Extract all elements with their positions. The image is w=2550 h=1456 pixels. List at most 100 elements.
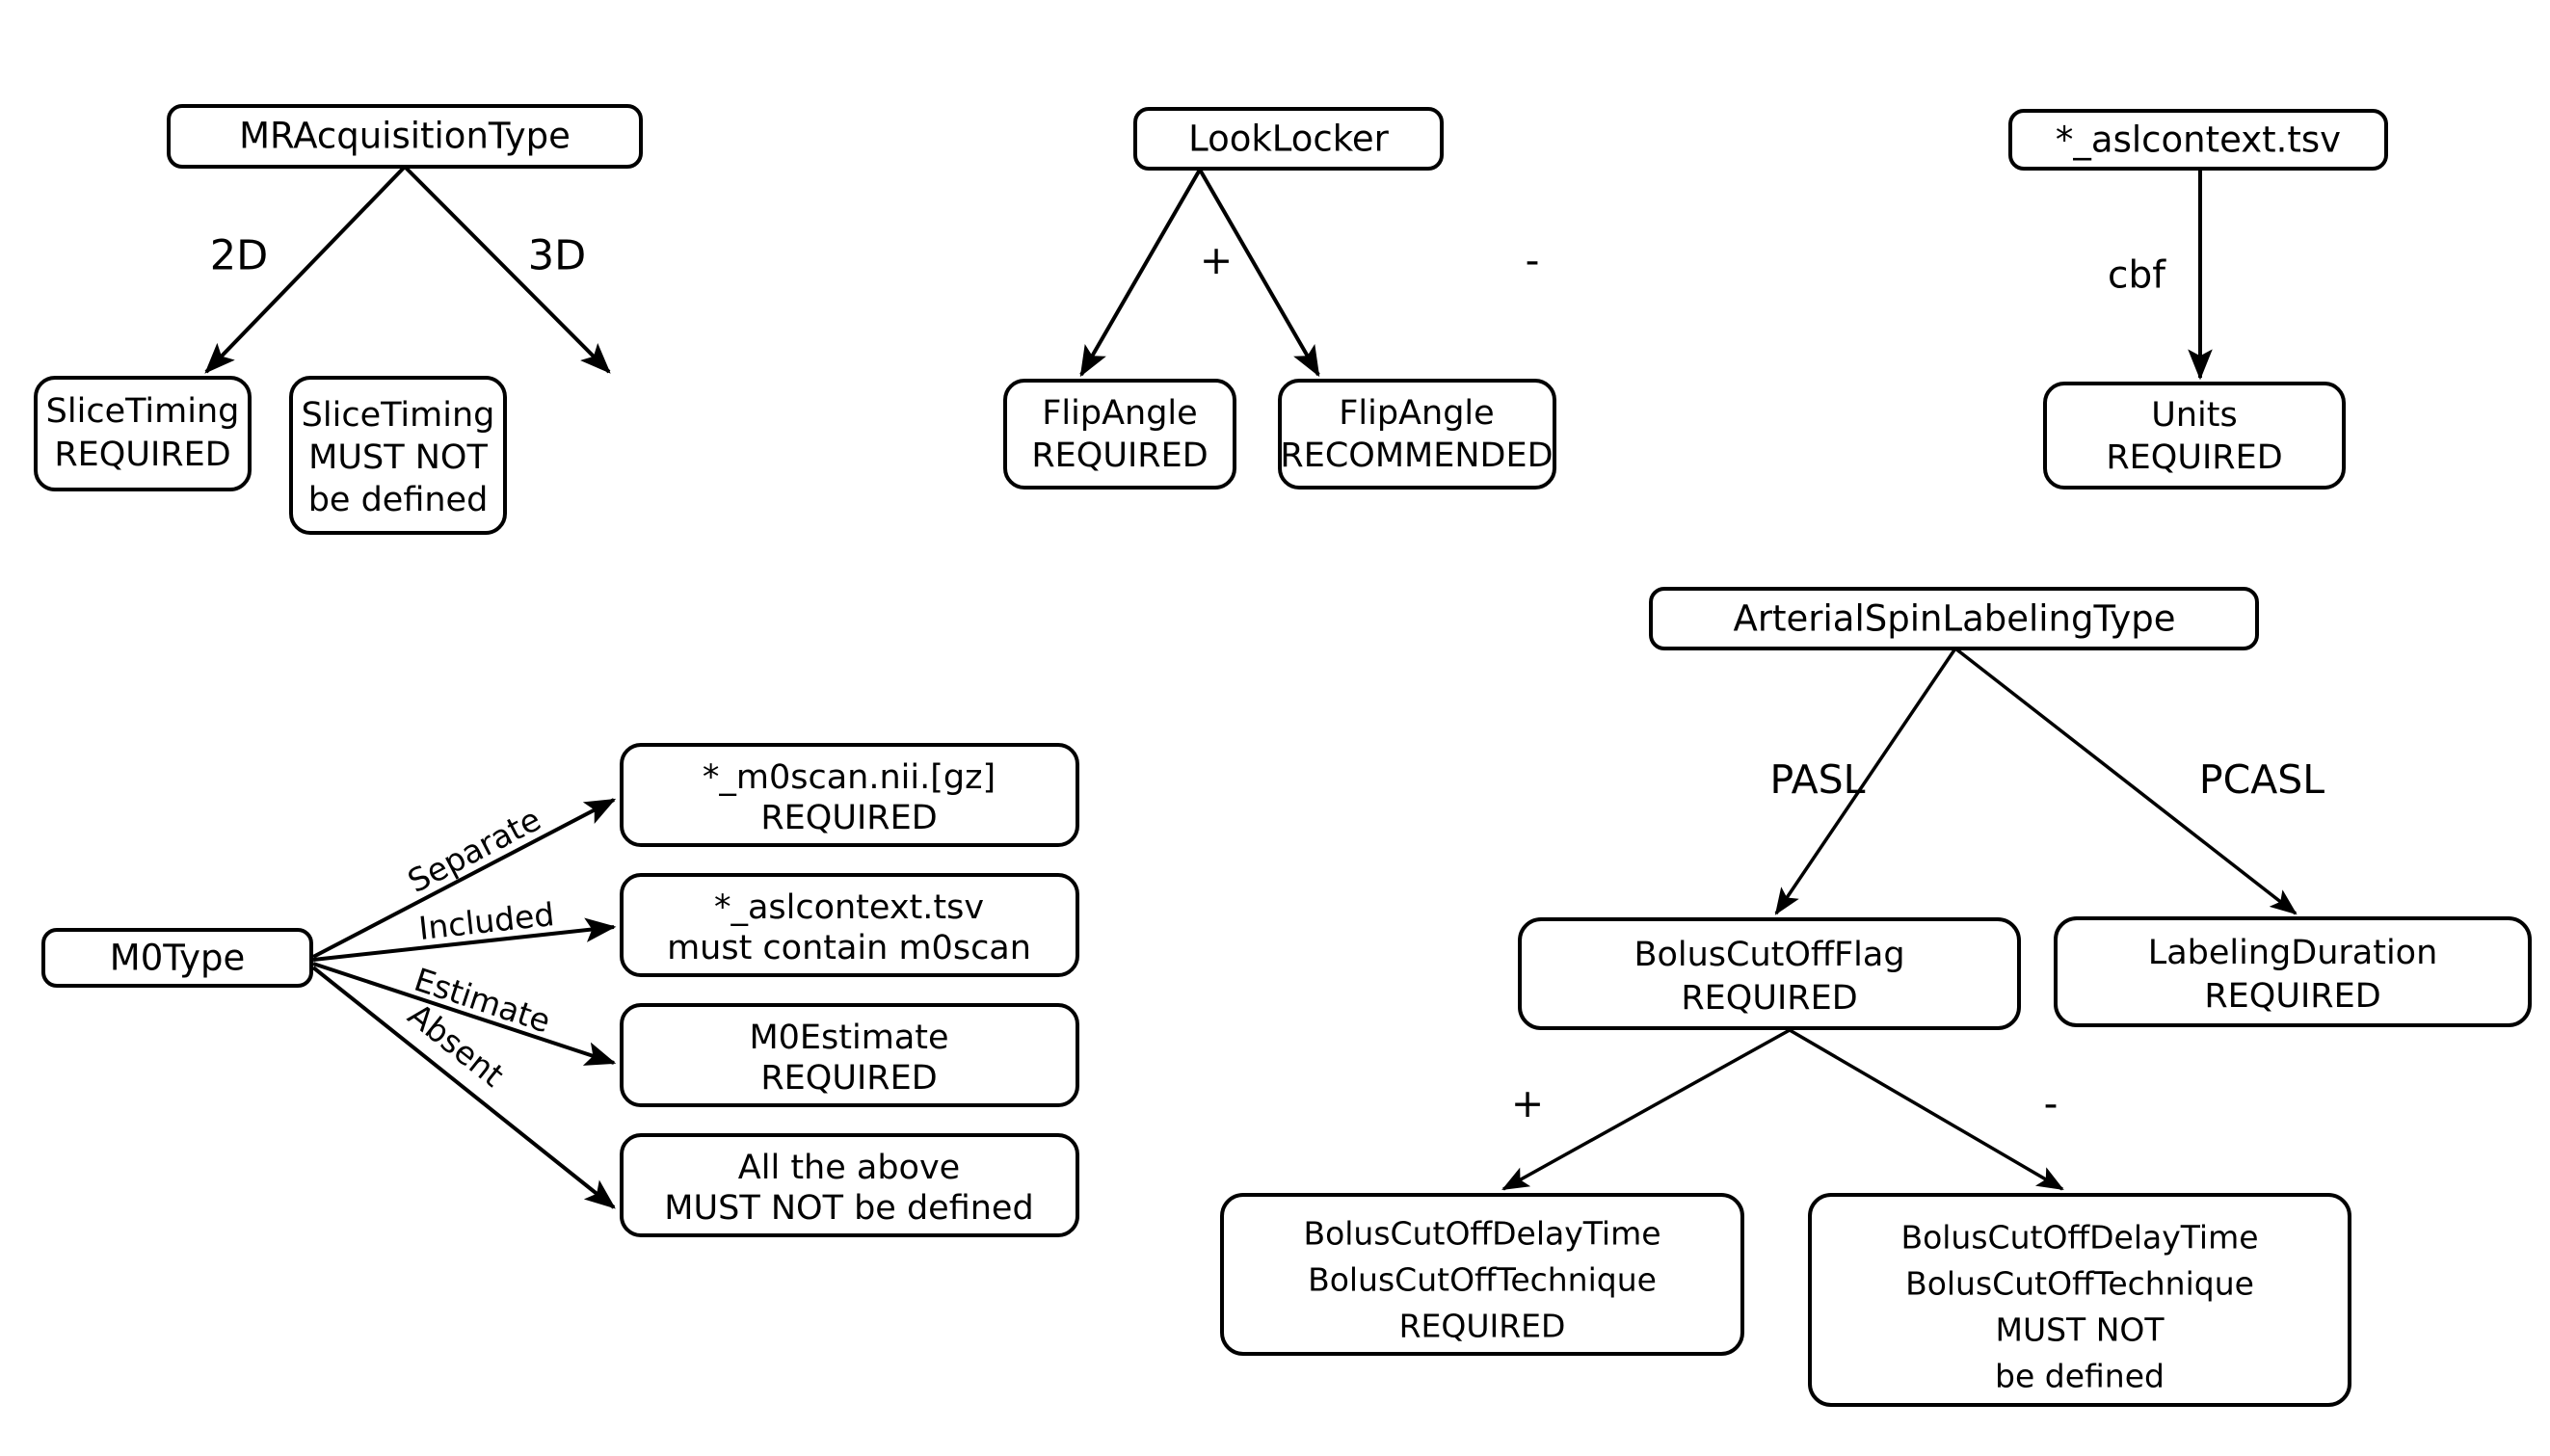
edge-m0type-separate <box>312 798 617 959</box>
node-label-aslcontext-contains-line2: must contain m0scan <box>667 929 1031 967</box>
node-mracquisitiontype[interactable]: MRAcquisitionType <box>167 104 643 169</box>
node-box-aslcontext-contains-m0scan[interactable] <box>620 873 1079 977</box>
node-boluscutoff-mustnot[interactable]: BolusCutOffDelayTime BolusCutOffTechniqu… <box>1808 1193 2351 1407</box>
group-m0type: Separate Included Estimate Absent M0Type… <box>41 743 1079 1237</box>
node-box-units-required[interactable] <box>2043 382 2346 490</box>
node-box-flipangle-required[interactable] <box>1003 379 1236 490</box>
node-box-boluscutoff-required[interactable] <box>1220 1193 1744 1356</box>
edge-mracq-2d <box>204 165 407 374</box>
node-box-slicetiming-required[interactable] <box>34 376 252 491</box>
node-label-boluscutoff-required-line1: BolusCutOffDelayTime <box>1303 1215 1660 1253</box>
edge-m0type-estimate <box>312 962 617 1066</box>
node-label-all-above-line1: All the above <box>738 1149 960 1187</box>
node-box-labelingduration-required[interactable] <box>2054 916 2532 1027</box>
node-looklocker[interactable]: LookLocker <box>1133 107 1444 171</box>
node-slicetiming-required[interactable]: SliceTiming REQUIRED <box>34 376 252 491</box>
edge-label-m0type-included: Included <box>417 895 556 947</box>
node-label-units-required-line1: Units <box>2151 396 2237 435</box>
edge-asl-pasl <box>1774 648 1957 915</box>
node-labelingduration-required[interactable]: LabelingDuration REQUIRED <box>2054 916 2532 1027</box>
node-box-mracquisitiontype[interactable] <box>167 104 643 169</box>
node-box-m0scan-required[interactable] <box>620 743 1079 847</box>
edge-label-mracq-2d: 2D <box>210 232 268 280</box>
edge-label-bolus-plus: + <box>1511 1080 1544 1126</box>
edge-looklocker-plus <box>1079 168 1202 378</box>
node-label-slicetiming-required-line1: SliceTiming <box>46 392 240 431</box>
node-label-m0scan-required-line1: *_m0scan.nii.[gz] <box>703 758 996 797</box>
node-label-boluscutoff-mustnot-line4: be defined <box>1995 1358 2165 1395</box>
node-m0scan-required[interactable]: *_m0scan.nii.[gz] REQUIRED <box>620 743 1079 847</box>
node-label-boluscutoff-mustnot-line1: BolusCutOffDelayTime <box>1900 1219 2258 1257</box>
node-label-flipangle-recommended-line1: FlipAngle <box>1339 394 1494 433</box>
node-label-m0scan-required-line2: REQUIRED <box>760 799 937 837</box>
edge-bolus-plus <box>1501 1028 1791 1191</box>
node-box-looklocker[interactable] <box>1133 107 1444 171</box>
node-label-units-required-line2: REQUIRED <box>2106 438 2282 477</box>
node-flipangle-recommended[interactable]: FlipAngle RECOMMENDED <box>1278 379 1556 490</box>
node-label-slicetiming-required-line2: REQUIRED <box>54 436 230 474</box>
node-boluscutoffflag-required[interactable]: BolusCutOffFlag REQUIRED <box>1518 917 2021 1030</box>
node-label-boluscutoff-mustnot-line2: BolusCutOffTechnique <box>1905 1265 2254 1303</box>
node-box-boluscutoff-mustnot[interactable] <box>1808 1193 2351 1407</box>
node-label-aslcontext-tsv: *_aslcontext.tsv <box>2056 119 2341 161</box>
node-boluscutoff-required[interactable]: BolusCutOffDelayTime BolusCutOffTechniqu… <box>1220 1193 1744 1356</box>
node-label-mracquisitiontype: MRAcquisitionType <box>239 116 571 157</box>
node-box-aslcontext-tsv[interactable] <box>2008 109 2388 171</box>
edge-m0type-included <box>312 917 617 962</box>
node-label-slicetiming-mustnot-line2: MUST NOT <box>308 438 488 477</box>
node-box-flipangle-recommended[interactable] <box>1278 379 1556 490</box>
node-label-boluscutoff-mustnot-line3: MUST NOT <box>1995 1311 2165 1349</box>
node-label-boluscutoffflag-line1: BolusCutOffFlag <box>1634 936 1904 974</box>
node-box-m0type[interactable] <box>41 928 313 988</box>
node-box-boluscutoffflag-required[interactable] <box>1518 917 2021 1030</box>
edge-looklocker-minus <box>1198 168 1320 378</box>
edge-bolus-minus <box>1789 1028 2064 1191</box>
node-label-m0estimate-required-line2: REQUIRED <box>760 1059 937 1098</box>
node-box-slicetiming-mustnot[interactable] <box>289 376 507 535</box>
node-label-m0estimate-required-line1: M0Estimate <box>749 1019 948 1057</box>
edge-label-looklocker-minus: - <box>1526 237 1540 283</box>
node-label-all-above-line2: MUST NOT be defined <box>664 1189 1033 1228</box>
node-label-flipangle-recommended-line2: RECOMMENDED <box>1280 437 1553 475</box>
node-aslcontext-contains-m0scan[interactable]: *_aslcontext.tsv must contain m0scan <box>620 873 1079 977</box>
node-units-required[interactable]: Units REQUIRED <box>2043 382 2346 490</box>
node-label-arterialspinlabelingtype: ArterialSpinLabelingType <box>1734 598 2176 640</box>
node-label-aslcontext-contains-line1: *_aslcontext.tsv <box>714 888 984 927</box>
node-label-labelingduration-line1: LabelingDuration <box>2148 934 2438 972</box>
node-box-m0estimate-required[interactable] <box>620 1003 1079 1107</box>
node-label-boluscutoff-required-line3: REQUIRED <box>1399 1308 1566 1345</box>
group-arterialspinlabelingtype: PASL PCASL + - ArterialSpinLabelingType … <box>1220 587 2532 1407</box>
node-label-m0type: M0Type <box>110 938 245 979</box>
edge-label-bolus-minus: - <box>2044 1080 2059 1126</box>
node-aslcontext-tsv[interactable]: *_aslcontext.tsv <box>2008 109 2388 171</box>
node-label-slicetiming-mustnot-line3: be defined <box>308 481 489 519</box>
node-slicetiming-mustnot[interactable]: SliceTiming MUST NOT be defined <box>289 376 507 535</box>
node-label-flipangle-required-line1: FlipAngle <box>1042 394 1197 433</box>
node-label-slicetiming-mustnot-line1: SliceTiming <box>302 396 495 435</box>
edge-mracq-3d <box>403 165 611 374</box>
node-box-all-above-mustnot[interactable] <box>620 1133 1079 1237</box>
edge-m0type-absent <box>311 966 616 1209</box>
edge-asl-pcasl <box>1953 647 2298 915</box>
node-label-flipangle-required-line2: REQUIRED <box>1031 437 1208 475</box>
edge-label-mracq-3d: 3D <box>528 232 586 280</box>
node-flipangle-required[interactable]: FlipAngle REQUIRED <box>1003 379 1236 490</box>
node-arterialspinlabelingtype[interactable]: ArterialSpinLabelingType <box>1649 587 2259 650</box>
edge-label-m0type-separate: Separate <box>402 800 547 900</box>
group-looklocker: + - LookLocker FlipAngle REQUIRED FlipAn… <box>1003 107 1556 490</box>
group-mracquisitiontype: 2D 3D MRAcquisitionType SliceTiming REQU… <box>34 104 643 535</box>
node-all-above-mustnot[interactable]: All the above MUST NOT be defined <box>620 1133 1079 1237</box>
node-label-labelingduration-line2: REQUIRED <box>2204 977 2380 1016</box>
node-box-arterialspinlabelingtype[interactable] <box>1649 587 2259 650</box>
node-label-boluscutoff-required-line2: BolusCutOffTechnique <box>1308 1261 1657 1299</box>
edge-label-asl-pasl: PASL <box>1769 756 1865 803</box>
node-label-boluscutoffflag-line2: REQUIRED <box>1681 979 1857 1018</box>
node-m0type[interactable]: M0Type <box>41 928 313 988</box>
node-m0estimate-required[interactable]: M0Estimate REQUIRED <box>620 1003 1079 1107</box>
edge-label-asl-pcasl: PCASL <box>2199 756 2324 803</box>
edge-label-looklocker-plus: + <box>1200 237 1233 283</box>
edge-label-aslcontext-cbf: cbf <box>2108 254 2166 298</box>
group-aslcontext-cbf: cbf *_aslcontext.tsv Units REQUIRED <box>2008 109 2388 490</box>
